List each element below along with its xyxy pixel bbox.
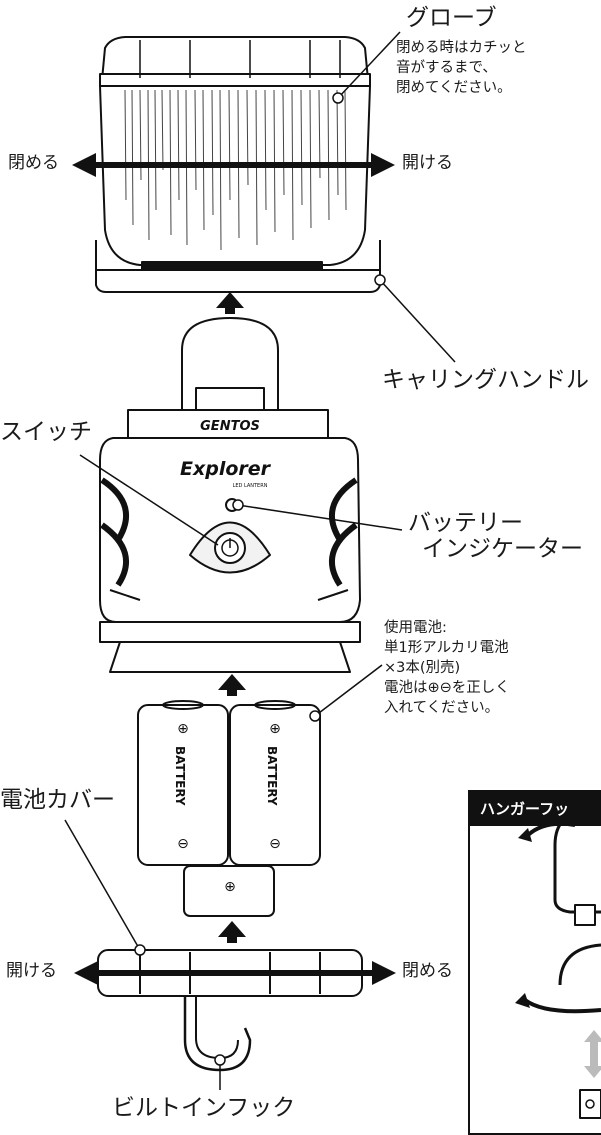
top-rotate-arrow <box>72 153 395 177</box>
globe-label: グローブ <box>406 5 497 31</box>
battery-note-line-3: ×3本(別売) <box>384 660 461 676</box>
up-arrow-1 <box>216 292 244 308</box>
battery1-text: BATTERY <box>173 746 187 806</box>
globe-note: 閉める時はカチッと 音がするまで、 閉めてください。 <box>396 38 527 98</box>
battery-note-line-5: 入れてください。 <box>384 700 500 716</box>
hanger-hook-title: ハンガーフッ <box>470 792 601 826</box>
globe-note-line-1: 閉める時はカチッと <box>396 40 527 56</box>
battery-cover-label: 電池カバー <box>0 787 115 813</box>
brand-text: GENTOS <box>200 419 260 434</box>
battery1-minus: ⊖ <box>177 836 189 852</box>
carrying-handle-label: キャリングハンドル <box>382 367 589 393</box>
leader-lines <box>64 31 456 1090</box>
bottom-rotate-arrow <box>74 961 396 985</box>
battery-note-line-2: 単1形アルカリ電池 <box>384 640 509 656</box>
open-label-top: 開ける <box>402 153 453 173</box>
battery3-plus: ⊕ <box>224 879 236 895</box>
switch-label: スイッチ <box>0 419 92 445</box>
battery-indicator-line-1: バッテリー <box>408 510 523 536</box>
globe-note-line-3: 閉めてください。 <box>396 80 512 96</box>
battery-note-line-1: 使用電池: <box>384 620 447 636</box>
battery1-plus: ⊕ <box>177 721 189 737</box>
model-sub-text: LED LANTERN <box>233 483 268 489</box>
battery2-minus: ⊖ <box>269 836 281 852</box>
hanger-hook-panel: ハンガーフッ <box>468 790 601 1135</box>
lantern-body <box>99 409 361 673</box>
battery-cover-shape <box>97 949 363 1072</box>
battery-note-line-4: 電池は⊕⊖を正しく <box>384 680 510 696</box>
batteries <box>137 700 321 917</box>
model-text: Explorer <box>180 458 272 480</box>
battery-indicator-line-2: インジケーター <box>422 536 583 563</box>
battery-indicator-label: バッテリー インジケーター <box>408 510 583 563</box>
up-arrow-3 <box>218 921 246 937</box>
carrying-handle-shape <box>181 317 279 412</box>
open-label-bottom: 開ける <box>6 961 57 981</box>
battery-note: 使用電池: 単1形アルカリ電池 ×3本(別売) 電池は⊕⊖を正しく 入れてくださ… <box>384 618 510 718</box>
builtin-hook-label: ビルトインフック <box>112 1095 296 1121</box>
globe-note-line-2: 音がするまで、 <box>396 60 497 76</box>
close-label-bottom: 閉める <box>402 961 453 981</box>
battery2-plus: ⊕ <box>269 721 281 737</box>
battery2-text: BATTERY <box>265 746 279 806</box>
close-label-top: 閉める <box>8 153 59 173</box>
up-arrow-2 <box>218 674 246 690</box>
